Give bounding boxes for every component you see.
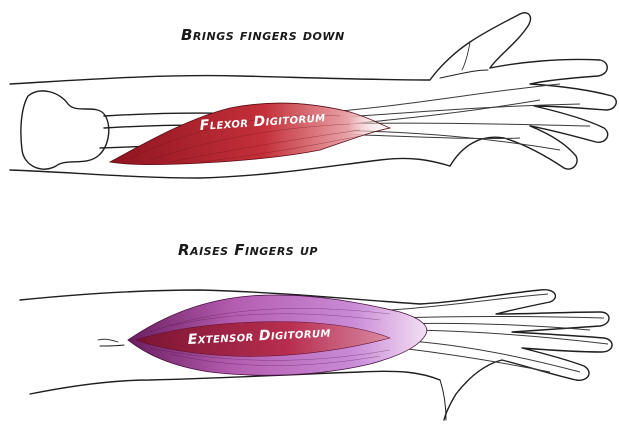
bottom-elbow-tip bbox=[98, 339, 118, 342]
top-palm-crease bbox=[440, 70, 488, 78]
bottom-caption: Raises Fingers up bbox=[178, 241, 318, 259]
top-tendons bbox=[330, 84, 590, 150]
top-hand-outline bbox=[450, 59, 616, 169]
top-arm-outline-upper bbox=[10, 13, 530, 84]
bottom-hand-lower bbox=[440, 380, 446, 420]
top-elbow-bone bbox=[21, 91, 109, 169]
top-caption: Brings fingers down bbox=[181, 26, 345, 44]
bottom-elbow-tick bbox=[100, 345, 124, 346]
